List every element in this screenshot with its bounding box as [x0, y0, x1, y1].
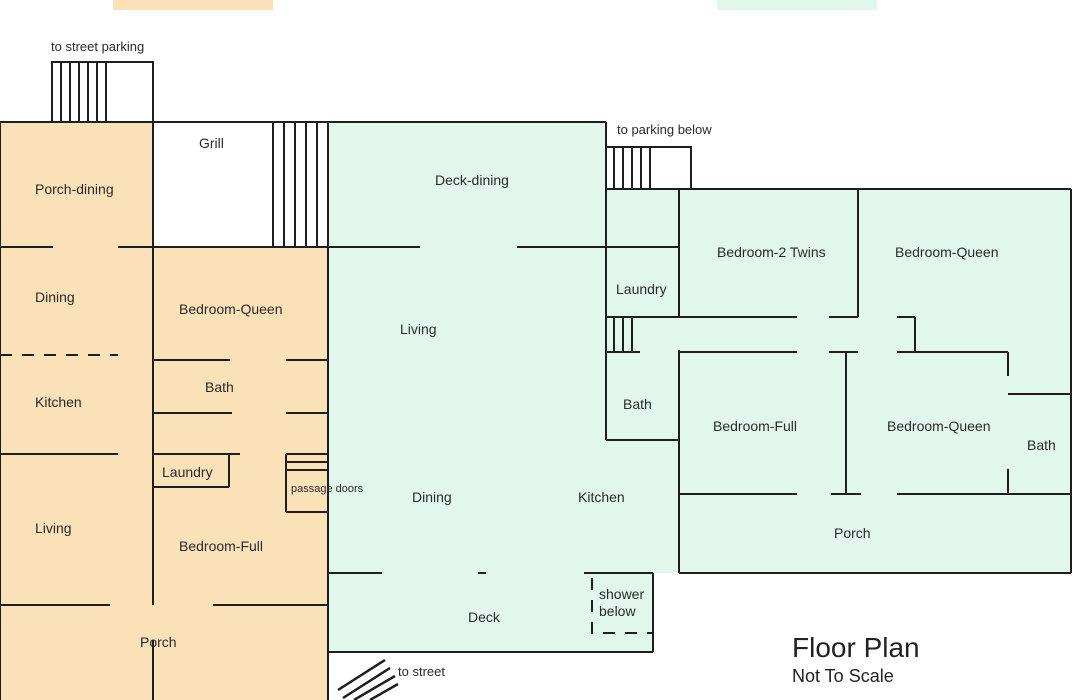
label-shower-line1: shower [599, 586, 645, 602]
dashed-walls [0, 354, 653, 634]
label-shower-below: shower below [599, 586, 644, 620]
room-a-bath: Bath [205, 379, 234, 395]
label-shower-line2: below [599, 603, 636, 619]
stairs-to-street [337, 658, 399, 700]
room-b-bedroom-queen-mid: Bedroom-Queen [887, 418, 991, 434]
legend-swatch-unit-b [717, 0, 877, 10]
plan-subtitle: Not To Scale [792, 666, 894, 686]
label-to-street: to street [398, 664, 445, 679]
room-b-deck-dining: Deck-dining [435, 172, 509, 188]
room-b-bath-right: Bath [1027, 437, 1056, 453]
room-b-bedroom-full: Bedroom-Full [713, 418, 798, 434]
room-a-porch-dining: Porch-dining [35, 181, 114, 197]
room-b-deck: Deck [468, 609, 500, 625]
room-b-porch: Porch [834, 525, 871, 541]
walls [0, 61, 1072, 700]
room-a-bedroom-full: Bedroom-Full [179, 538, 264, 554]
room-b-bedroom-queen-top: Bedroom-Queen [895, 244, 999, 260]
room-a-kitchen: Kitchen [35, 394, 82, 410]
label-to-street-parking: to street parking [51, 39, 145, 54]
room-b-laundry: Laundry [616, 281, 667, 297]
unit-b-fill [328, 122, 1071, 652]
room-b-bath-left: Bath [623, 396, 652, 412]
room-b-dining: Dining [412, 489, 452, 505]
label-to-parking-below: to parking below [617, 122, 712, 137]
legend-swatch-unit-a [113, 0, 273, 10]
unit-a-fill [0, 122, 328, 700]
room-b-bedroom-twins: Bedroom-2 Twins [717, 244, 826, 260]
plan-title: Floor Plan [792, 632, 920, 663]
room-b-living: Living [400, 321, 437, 337]
room-a-laundry: Laundry [162, 464, 213, 480]
room-a-bedroom-queen: Bedroom-Queen [179, 301, 283, 317]
room-a-porch: Porch [140, 634, 177, 650]
grill-area [153, 122, 273, 247]
room-a-living: Living [35, 520, 72, 536]
room-a-dining: Dining [35, 289, 75, 305]
label-passage-doors: passage doors [291, 483, 364, 495]
room-a-grill: Grill [199, 135, 224, 151]
room-b-kitchen: Kitchen [578, 489, 625, 505]
